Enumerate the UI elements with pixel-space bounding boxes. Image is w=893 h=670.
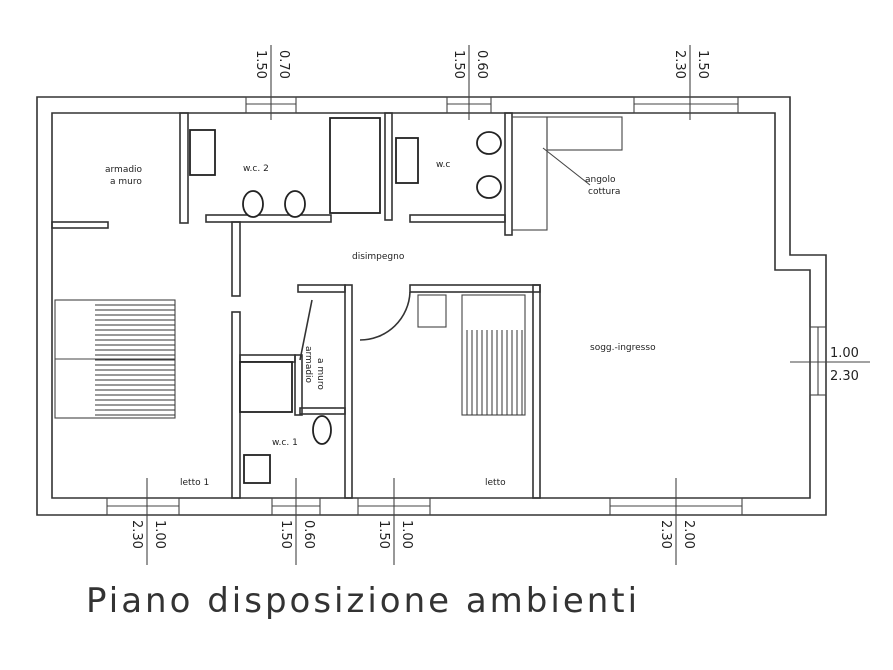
sink-wc2 — [189, 129, 216, 176]
label-cottura: cottura — [588, 187, 620, 197]
label-armadio-2b: a muro — [315, 358, 325, 390]
dim-top-1-a: 0.70 — [276, 50, 291, 79]
dimension-lines — [146, 45, 870, 565]
label-soggiorno: sogg.-ingresso — [590, 343, 656, 353]
label-wc: w.c — [436, 160, 450, 170]
plan-title: Piano disposizione ambienti — [86, 581, 640, 621]
bidet-wc — [476, 175, 502, 199]
bathtub — [329, 117, 381, 214]
label-armadio-2a: armadio — [303, 346, 313, 384]
dim-top-2-b: 1.50 — [451, 50, 466, 79]
window-top-3 — [633, 96, 739, 114]
label-wc2: w.c. 2 — [243, 164, 269, 174]
dim-bottom-1-a: 1.00 — [152, 520, 167, 549]
dim-top-1-b: 1.50 — [253, 50, 268, 79]
dim-top-3-a: 1.50 — [695, 50, 710, 79]
toilet-wc1 — [312, 415, 332, 445]
label-letto1: letto 1 — [180, 478, 209, 488]
window-right — [809, 326, 827, 396]
dim-right-b: 2.30 — [830, 369, 859, 384]
dim-bottom-2-a: 0.60 — [301, 520, 316, 549]
dim-bottom-4-a: 2.00 — [681, 520, 696, 549]
bidet-wc2 — [284, 190, 306, 218]
shower — [239, 361, 293, 413]
dim-bottom-1-b: 2.30 — [129, 520, 144, 549]
label-disimpegno: disimpegno — [352, 252, 405, 262]
dim-bottom-3-a: 1.00 — [399, 520, 414, 549]
dim-bottom-4-b: 2.30 — [658, 520, 673, 549]
toilet-wc2 — [242, 190, 264, 218]
nightstand — [417, 294, 447, 328]
dim-bottom-2-b: 1.50 — [278, 520, 293, 549]
bed-letto — [461, 294, 526, 416]
dim-bottom-3-b: 1.50 — [376, 520, 391, 549]
label-letto: letto — [485, 478, 506, 488]
label-armadio-1b: a muro — [110, 177, 142, 187]
dim-top-3-b: 2.30 — [672, 50, 687, 79]
label-armadio-1a: armadio — [105, 165, 143, 175]
dim-right-a: 1.00 — [830, 346, 859, 361]
bed-letto1 — [54, 299, 176, 419]
toilet-wc — [476, 131, 502, 155]
inner-wall — [51, 112, 811, 499]
window-bottom-1 — [106, 497, 180, 516]
outer-wall — [36, 96, 827, 516]
sink-wc1 — [243, 454, 271, 484]
label-angolo: angolo — [585, 175, 616, 185]
sink-wc — [395, 137, 419, 184]
label-wc1: w.c. 1 — [272, 438, 298, 448]
dim-top-2-a: 0.60 — [474, 50, 489, 79]
kitchen-counter — [511, 116, 623, 231]
